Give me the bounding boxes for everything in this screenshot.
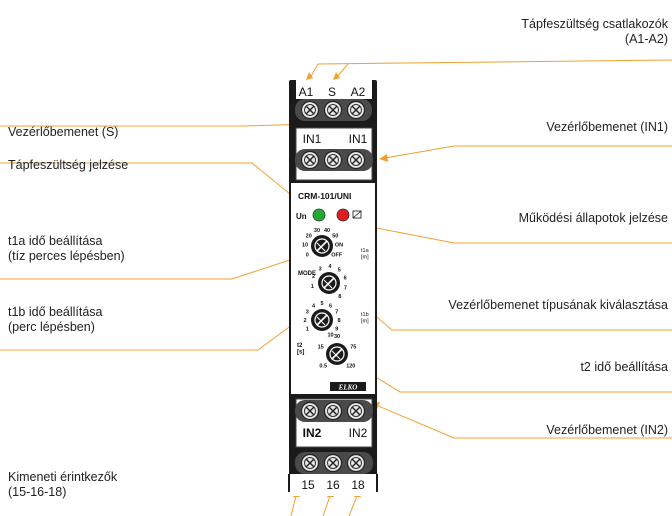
label-control-input-s: Vezérlőbemenet (S) <box>8 125 119 139</box>
label-operating-states: Működési állapotok jelzése <box>518 211 668 225</box>
dial-mode-tick-label: 7 <box>344 286 347 292</box>
dial-t1b-tick-label: 2 <box>303 318 306 324</box>
device-model: CRM-101/UNI <box>298 191 351 201</box>
screw-icon <box>346 150 366 170</box>
screw-icon <box>323 100 343 120</box>
dial-t2-tick-label: 120 <box>346 364 355 370</box>
leader-operating-states <box>365 225 672 244</box>
leader-control-input-in1 <box>384 145 672 159</box>
screw-icon <box>323 453 343 473</box>
dial-mode-tick-label: 5 <box>338 267 341 273</box>
terminal-label-a1: A1 <box>299 85 314 99</box>
dial-mode-tick-label: 3 <box>319 266 322 272</box>
dial-mode-tick-label: 4 <box>328 264 332 270</box>
screw-icon <box>300 453 320 473</box>
dial-t1b-tick-label: 4 <box>312 303 316 309</box>
leader-power-terminals <box>309 59 672 79</box>
screw-icon <box>300 401 320 421</box>
screw-icon <box>346 453 366 473</box>
dial-t1a-tick-label: OFF <box>331 253 343 259</box>
brand-logo: ELKO <box>330 382 366 392</box>
top-label-area <box>296 80 372 99</box>
screw-icon <box>346 100 366 120</box>
screw-icon <box>323 401 343 421</box>
dial-t1a-tick-label: 20 <box>306 233 312 239</box>
dial-t2-tick-label: 15 <box>318 344 324 350</box>
relay-icon <box>352 210 362 219</box>
dial-t1b-tick-label: 6 <box>329 303 332 309</box>
un-label: Un <box>296 212 307 221</box>
leader-t1b <box>0 321 297 351</box>
dial-mode-name: MODE <box>298 271 316 277</box>
dial-t1a-tick-label: 50 <box>332 233 338 239</box>
leader-output-16 <box>322 495 331 516</box>
label-control-input-in2: Vezérlőbemenet (IN2) <box>546 423 668 437</box>
dial-t1b-tag: t1b[m] <box>361 312 369 325</box>
dial-t1a-tag: t1a[m] <box>361 248 370 261</box>
leader-output-15 <box>290 495 297 516</box>
dial-t1b-tick-label: 10 <box>327 333 333 339</box>
dial-t1b-tick-label: 9 <box>335 327 338 333</box>
terminal-label-in2-right: IN2 <box>349 426 368 440</box>
leader-in2 <box>375 404 672 439</box>
label-power-terminals: Tápfeszültség csatlakozók (A1-A2) <box>521 17 668 46</box>
dial-t1a-tick-label: 40 <box>324 228 330 234</box>
dial-mode-tick-label: 2 <box>312 274 315 280</box>
label-t1b-setting: t1b idő beállítása (perc lépésben) <box>8 305 103 334</box>
label-supply-indication: Tápfeszültség jelzése <box>8 158 129 172</box>
label-control-input-in1: Vezérlőbemenet (IN1) <box>546 120 668 134</box>
dial-t1a-tick-label: 30 <box>314 228 320 234</box>
dial-t1b-tick-label: 7 <box>335 310 338 316</box>
dial-mode-tick-label: 8 <box>338 294 341 300</box>
terminal-label-in1-right: IN1 <box>349 132 368 146</box>
dial-t1b-tick-label: 8 <box>337 318 340 324</box>
dial-t2-tick-label: 30 <box>334 334 340 340</box>
label-t1a-setting: t1a idő beállítása (tíz perces lépésben) <box>8 234 125 263</box>
terminal-label-a2: A2 <box>351 85 366 99</box>
terminal-label-15: 15 <box>301 478 315 492</box>
dial-t1b-tick-label: 3 <box>306 310 309 316</box>
dial-t2-name: t2[s] <box>297 343 304 356</box>
dial-mode-tick-label: 1 <box>311 284 314 290</box>
svg-text:ELKO: ELKO <box>338 384 358 392</box>
terminal-label-16: 16 <box>326 478 340 492</box>
dial-mode-tick-label: 6 <box>344 276 347 282</box>
dial-t1b-tick-label: 5 <box>320 301 323 307</box>
dial-t1b-tick-label: 1 <box>306 327 309 333</box>
relay-led <box>336 208 350 222</box>
screw-icon <box>300 150 320 170</box>
dial-t1a-tick-label: 0 <box>306 253 309 259</box>
dial-t2-tick-label: 0.5 <box>319 364 327 370</box>
screw-icon <box>300 100 320 120</box>
leader-t1a <box>0 257 297 280</box>
screw-icon <box>346 401 366 421</box>
dial-t1a-tick-label: ON <box>335 243 343 249</box>
label-t2-setting: t2 idő beállítása <box>580 360 668 374</box>
terminal-screws <box>300 100 366 473</box>
terminal-label-s: S <box>328 85 336 99</box>
screw-icon <box>323 150 343 170</box>
label-output-contacts: Kimeneti érintkezők (15-16-18) <box>8 470 118 499</box>
output-label-area <box>289 474 377 496</box>
dial-t1a-tick-label: 10 <box>302 243 308 249</box>
terminal-label-18: 18 <box>351 478 365 492</box>
dial-t2: 0.5 15 30 75 120 <box>318 334 357 370</box>
terminal-label-in2-left: IN2 <box>303 426 322 440</box>
leader-output-18 <box>348 495 358 516</box>
un-led <box>312 208 326 222</box>
label-control-input-type: Vezérlőbemenet típusának kiválasztása <box>448 298 668 312</box>
dial-t2-tick-label: 75 <box>350 344 356 350</box>
terminal-label-in1-left: IN1 <box>303 132 322 146</box>
